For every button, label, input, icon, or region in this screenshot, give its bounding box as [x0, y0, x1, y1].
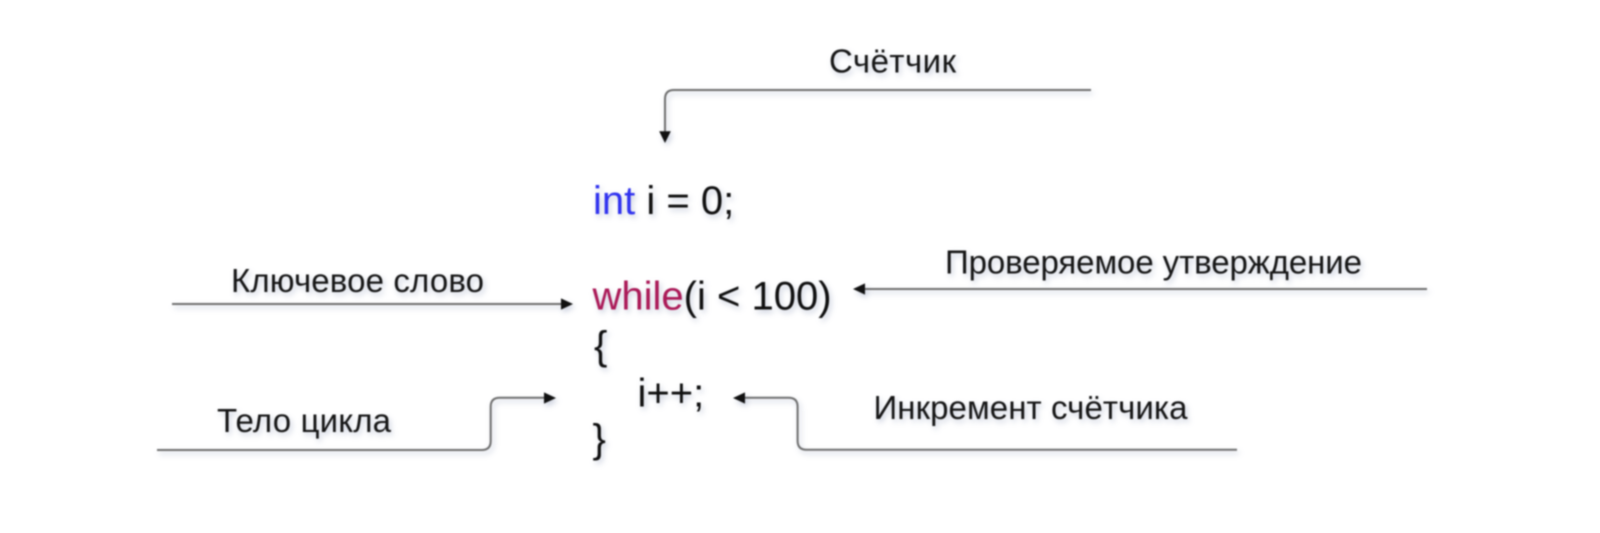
svg-text:}: } [593, 417, 606, 461]
svg-text:{: { [594, 324, 607, 368]
svg-text:Ключевое слово: Ключевое слово [231, 262, 484, 299]
svg-text:int i = 0;: int i = 0; [593, 179, 734, 223]
svg-text:Счётчик: Счётчик [829, 43, 957, 80]
svg-text:while(i < 100): while(i < 100) [592, 275, 832, 319]
svg-text:i++;: i++; [638, 372, 705, 416]
svg-text:Тело цикла: Тело цикла [217, 402, 392, 439]
svg-text:Инкремент счётчика: Инкремент счётчика [874, 389, 1189, 426]
svg-text:Проверяемое утверждение: Проверяемое утверждение [945, 244, 1362, 281]
